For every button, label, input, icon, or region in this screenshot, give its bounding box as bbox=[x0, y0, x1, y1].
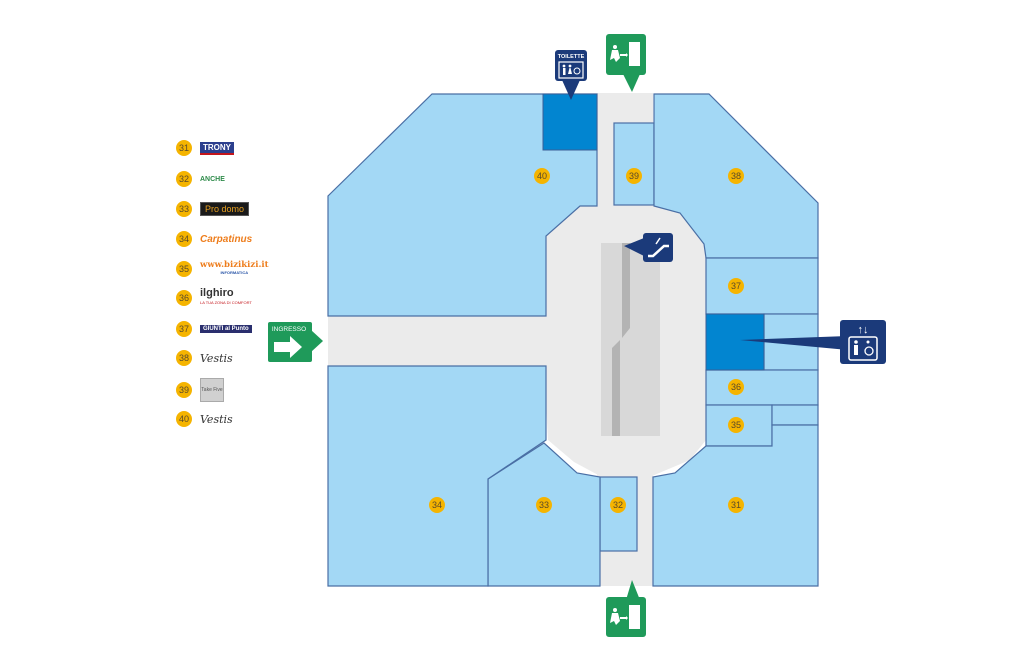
legend-item-31[interactable]: 31 TRONY bbox=[176, 138, 234, 158]
legend-number: 37 bbox=[176, 321, 192, 337]
legend-number: 32 bbox=[176, 171, 192, 187]
vestis-logo: Vestis bbox=[200, 351, 233, 365]
badge-34: 34 bbox=[429, 497, 445, 513]
entrance-sign[interactable]: INGRESSO bbox=[268, 322, 323, 362]
shop-badges: 40 39 38 37 36 35 34 33 32 31 bbox=[429, 168, 744, 513]
elevator-arrows-icon: ↑↓ bbox=[858, 324, 869, 336]
ilghiro-logo-sub: LA TUA ZONA DI COMFORT bbox=[200, 300, 252, 305]
legend-item-32[interactable]: 32 ANCHE bbox=[176, 169, 225, 189]
entrance-label: INGRESSO bbox=[272, 326, 306, 333]
badge-35: 35 bbox=[728, 417, 744, 433]
shop-35-annex bbox=[771, 404, 819, 426]
badge-34-label: 34 bbox=[432, 500, 442, 510]
badge-39: 39 bbox=[626, 168, 642, 184]
giunti-logo: GIUNTI al Punto bbox=[200, 325, 252, 333]
legend-number: 38 bbox=[176, 350, 192, 366]
escalator-sign[interactable] bbox=[624, 233, 673, 262]
pro-domo-logo: Pro domo bbox=[200, 202, 250, 216]
badge-36-label: 36 bbox=[731, 382, 741, 392]
trony-logo: TRONY bbox=[200, 141, 234, 155]
escalator-icon bbox=[648, 244, 669, 258]
legend-number: 31 bbox=[176, 140, 192, 156]
badge-31-label: 31 bbox=[731, 500, 741, 510]
shop-37[interactable] bbox=[705, 257, 819, 315]
elevator-icon bbox=[848, 336, 878, 361]
badge-32: 32 bbox=[610, 497, 626, 513]
badge-40-label: 40 bbox=[537, 171, 547, 181]
badge-38-label: 38 bbox=[731, 171, 741, 181]
shop-36[interactable] bbox=[705, 369, 819, 406]
bizikizi-logo: www.bizikizi.it INFORMATICA bbox=[200, 261, 269, 277]
vestis-logo: Vestis bbox=[200, 412, 233, 426]
emergency-exit-sign-bottom[interactable] bbox=[606, 580, 646, 637]
toilet-sign[interactable]: TOILETTE bbox=[555, 50, 587, 100]
escalator bbox=[601, 243, 660, 436]
ilghiro-logo-text: ilghiro bbox=[200, 287, 234, 299]
wheelchair-icon bbox=[573, 67, 581, 75]
toilet-icon bbox=[558, 61, 584, 79]
legend-number: 36 bbox=[176, 290, 192, 306]
shops bbox=[327, 93, 819, 587]
legend-number: 35 bbox=[176, 261, 192, 277]
legend-number: 40 bbox=[176, 411, 192, 427]
badge-40: 40 bbox=[534, 168, 550, 184]
legend-number: 33 bbox=[176, 201, 192, 217]
legend-item-35[interactable]: 35 www.bizikizi.it INFORMATICA bbox=[176, 259, 269, 279]
badge-36: 36 bbox=[728, 379, 744, 395]
toilet-area bbox=[542, 93, 598, 151]
bizikizi-logo-text: www.bizikizi.it bbox=[200, 260, 269, 270]
legend-number: 39 bbox=[176, 382, 192, 398]
shop-39[interactable] bbox=[613, 122, 655, 206]
shop-34[interactable] bbox=[327, 365, 547, 587]
green-shop-logo: ANCHE bbox=[200, 175, 225, 183]
corridor-west bbox=[328, 316, 550, 366]
carpatinus-logo: Carpatinus bbox=[200, 233, 253, 245]
badge-31: 31 bbox=[728, 497, 744, 513]
badge-33-label: 33 bbox=[539, 500, 549, 510]
badge-32-label: 32 bbox=[613, 500, 623, 510]
legend-item-39[interactable]: 39 Take Five bbox=[176, 378, 224, 402]
badge-37: 37 bbox=[728, 278, 744, 294]
wheelchair-icon bbox=[864, 346, 874, 356]
legend-item-38[interactable]: 38 Vestis bbox=[176, 348, 233, 368]
elevator-area bbox=[705, 313, 765, 371]
toilet-label: TOILETTE bbox=[558, 54, 585, 60]
legend-number: 34 bbox=[176, 231, 192, 247]
emergency-exit-sign-top[interactable] bbox=[606, 34, 646, 92]
legend-item-34[interactable]: 34 Carpatinus bbox=[176, 229, 252, 249]
badge-38: 38 bbox=[728, 168, 744, 184]
running-man-icon bbox=[613, 608, 617, 612]
legend-item-33[interactable]: 33 Pro domo bbox=[176, 199, 250, 219]
arrow-right-icon bbox=[274, 336, 302, 358]
badge-39-label: 39 bbox=[629, 171, 639, 181]
legend-item-40[interactable]: 40 Vestis bbox=[176, 409, 233, 429]
legend-item-37[interactable]: 37 GIUNTI al Punto bbox=[176, 319, 252, 339]
elevator-sign[interactable]: ↑↓ bbox=[740, 320, 886, 364]
badge-33: 33 bbox=[536, 497, 552, 513]
legend-item-36[interactable]: 36 ilghiro LA TUA ZONA DI COMFORT bbox=[176, 288, 252, 308]
badge-35-label: 35 bbox=[731, 420, 741, 430]
running-man-icon bbox=[613, 45, 617, 49]
badge-37-label: 37 bbox=[731, 281, 741, 291]
ilghiro-logo: ilghiro LA TUA ZONA DI COMFORT bbox=[200, 288, 252, 308]
bizikizi-logo-sub: INFORMATICA bbox=[220, 270, 249, 275]
take-five-logo: Take Five bbox=[200, 378, 224, 402]
shop-32[interactable] bbox=[599, 476, 638, 552]
